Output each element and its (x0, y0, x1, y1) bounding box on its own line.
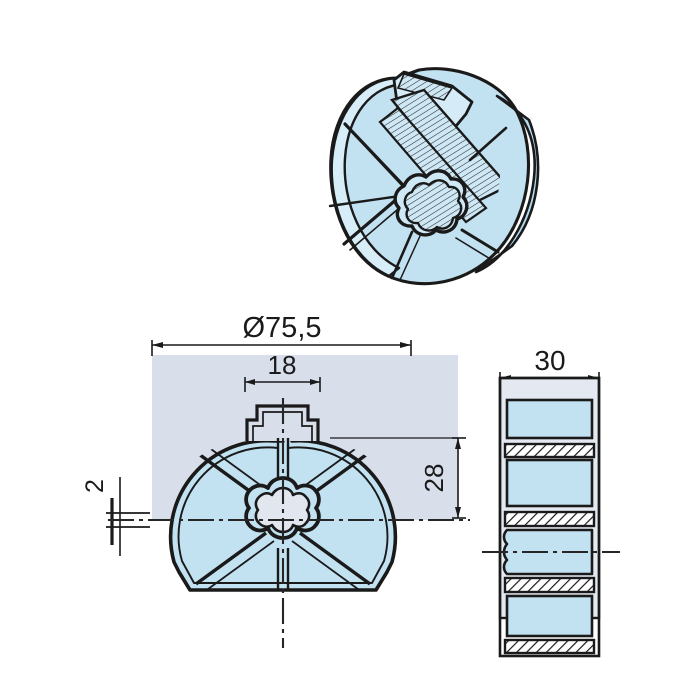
iso-spoke-6 (390, 230, 414, 280)
iso-spoke-1b (349, 129, 407, 191)
dimension-18-value: 18 (268, 350, 297, 380)
dimension-groove-width: 18 (244, 350, 321, 392)
side-hatch-2 (503, 510, 596, 528)
iso-spoke-4 (468, 126, 508, 162)
dimension-diameter-arrow-right (400, 342, 411, 348)
iso-spokes (328, 122, 508, 281)
side-band-1 (505, 398, 594, 440)
dimension-30-value: 30 (534, 345, 565, 376)
side-band-4 (505, 594, 594, 638)
dimension-radius-height: 28 (330, 437, 466, 519)
iso-spline-hub (393, 169, 469, 237)
iso-right-face (474, 94, 540, 274)
dimension-18-arrow-right (310, 379, 320, 385)
front-view: Ø75,5 18 28 2 (81, 312, 470, 648)
iso-spoke-2b (349, 203, 405, 251)
side-hatch-4 (503, 638, 596, 655)
side-body-frame (498, 376, 601, 658)
dimension-diameter: Ø75,5 (151, 312, 412, 356)
dimension-diameter-arrow-left (152, 342, 163, 348)
side-band-2 (505, 458, 594, 508)
iso-spoke-3 (460, 228, 500, 254)
iso-spoke-2 (342, 196, 400, 246)
dimension-28-arrow-bottom (455, 507, 461, 518)
front-spoke-lr-a (298, 531, 372, 586)
dimension-2-value: 2 (81, 479, 109, 493)
front-inner-contour (177, 437, 389, 584)
front-spoke-lr-b (291, 540, 363, 590)
iso-spoke-5 (328, 194, 402, 208)
front-spoke-ll-a (194, 531, 268, 586)
front-centerlines (108, 398, 470, 648)
side-hatch-3 (503, 576, 596, 594)
iso-spoke-6b (399, 235, 421, 281)
side-view: 30 (482, 345, 620, 658)
iso-body (328, 67, 540, 286)
dimension-18-arrow-left (245, 379, 255, 385)
iso-spline-inner (403, 179, 463, 232)
dimension-wall-thickness: 2 (81, 477, 150, 556)
iso-spoke-3b (455, 237, 493, 261)
iso-keyway-top-face (396, 73, 454, 101)
dimension-28-value: 28 (419, 464, 449, 493)
front-spoke-ll-b (203, 540, 275, 590)
dimension-diameter-value: Ø75,5 (243, 312, 322, 344)
side-hatch-1 (503, 442, 596, 459)
isometric-view (328, 67, 540, 286)
dimension-28-arrow-top (455, 438, 461, 449)
